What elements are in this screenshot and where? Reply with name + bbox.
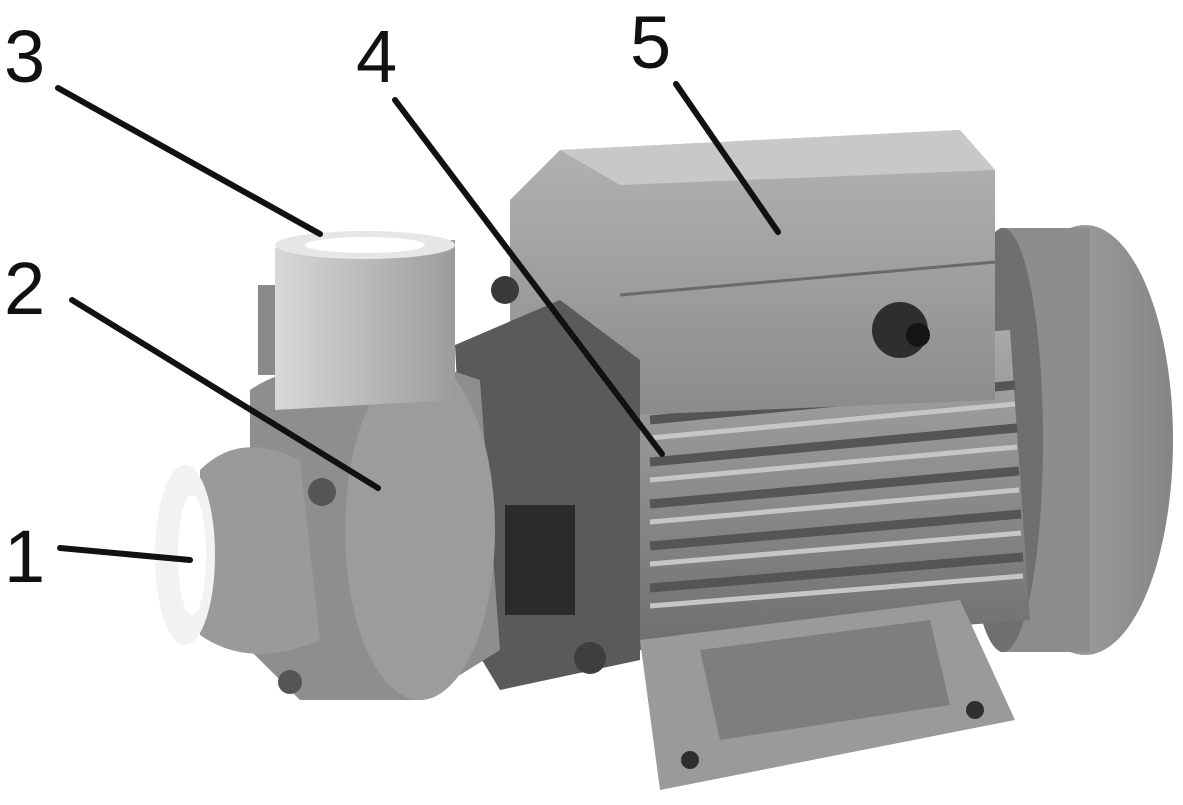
leader-line-1: [57, 545, 193, 563]
leader-line-2: [69, 297, 381, 491]
label-2: 2: [4, 247, 46, 330]
leader-line-5: [673, 81, 781, 235]
mounting-foot: [640, 600, 1015, 790]
label-1: 1: [4, 515, 46, 598]
leader-lines: [55, 81, 781, 563]
pump-bracket: [455, 276, 640, 690]
label-5: 5: [630, 1, 672, 84]
terminal-box: [510, 130, 996, 420]
label-3: 3: [4, 15, 46, 98]
label-4: 4: [356, 15, 398, 98]
suction-inlet: [155, 447, 320, 654]
discharge-outlet: [258, 231, 455, 410]
leader-line-3: [55, 85, 323, 237]
leader-line-4: [392, 97, 665, 457]
